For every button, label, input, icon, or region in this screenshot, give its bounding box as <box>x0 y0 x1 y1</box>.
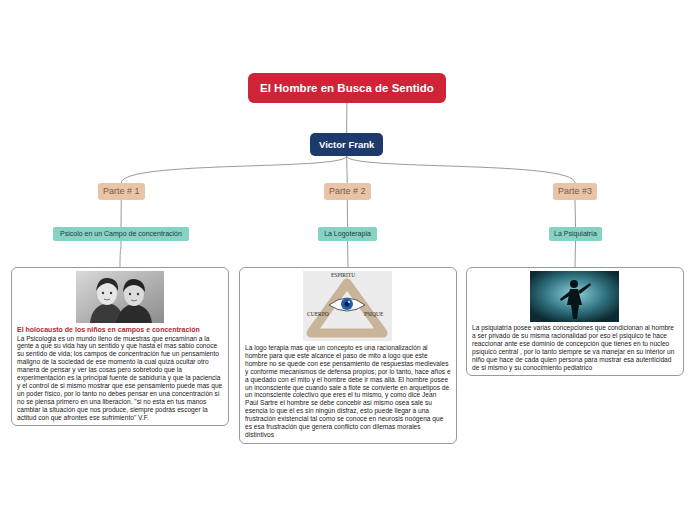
node-text: Parte # 1 <box>103 183 140 200</box>
children-photo <box>76 271 164 323</box>
picture-label: ESPIRITU <box>331 272 355 278</box>
node-text: Psicolo en un Campo de concentración <box>58 227 184 241</box>
connector <box>346 103 347 133</box>
node-text: El Hombre en Busca de Sentido <box>260 73 434 103</box>
connector <box>575 241 577 267</box>
connector <box>347 156 575 183</box>
connector <box>575 200 576 227</box>
author-box: Victor Frank <box>310 133 383 156</box>
picture-label: CUERPO <box>307 311 329 317</box>
topic-box: Psicolo en un Campo de concentración <box>53 227 189 241</box>
title-box: El Hombre en Busca de Sentido <box>248 73 446 103</box>
part-box: Parte # 2 <box>324 183 371 200</box>
node-text: La psiquiatría posee varias concepciones… <box>472 324 678 371</box>
eye-illustration <box>303 271 392 341</box>
node-text: Victor Frank <box>319 133 374 156</box>
picture-label: PSIQUE <box>364 311 383 317</box>
node-text: Parte #3 <box>558 183 592 200</box>
node-text: La Psicologia es un mundo lleno de muest… <box>17 335 223 422</box>
connector <box>347 200 348 227</box>
psychiatry-photo <box>530 271 619 322</box>
content-card: El holocausto de los niños en campos e c… <box>11 267 229 426</box>
connector <box>347 241 349 267</box>
connector <box>121 200 122 227</box>
node-text: La Psiquiatría <box>554 227 597 241</box>
node-text: Parte # 2 <box>329 183 366 200</box>
content-card: La psiquiatría posee varias concepciones… <box>466 267 684 376</box>
topic-box: La Logoterapia <box>318 227 377 241</box>
connector <box>120 241 121 267</box>
connector <box>121 156 346 183</box>
part-box: Parte # 1 <box>98 183 145 200</box>
node-text: La logo terapia mas que un concepto es u… <box>245 344 451 439</box>
content-card: La logo terapia mas que un concepto es u… <box>239 267 457 444</box>
part-box: Parte #3 <box>553 183 597 200</box>
topic-box: La Psiquiatría <box>549 227 602 241</box>
card-heading: El holocausto de los niños en campos e c… <box>17 326 223 335</box>
node-text: La Logoterapia <box>323 227 372 241</box>
connector <box>346 156 348 183</box>
